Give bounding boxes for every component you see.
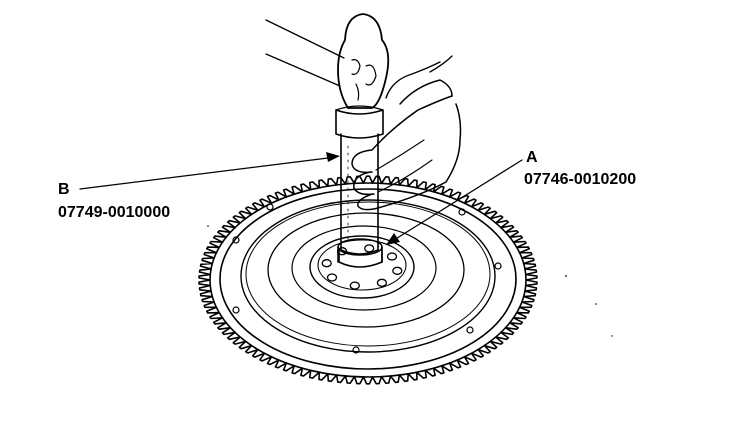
- motion-line: [265, 53, 341, 87]
- dowel-hole: [266, 203, 274, 211]
- motion-lines: [265, 19, 453, 87]
- crank-bolt-hole: [326, 273, 338, 282]
- hand-knuckles: [375, 139, 433, 193]
- crank-bolt-hole: [386, 252, 398, 261]
- speckle: [207, 225, 209, 227]
- crank-flange-outer: [309, 235, 415, 299]
- pressure-plate-dowel-holes: [232, 203, 502, 354]
- crank-bolt-hole: [364, 244, 375, 253]
- driver-collar-top: [335, 105, 384, 111]
- callout-a-letter: A: [526, 149, 538, 166]
- flywheel-friction-face-inner: [245, 201, 491, 347]
- hand-fingers: [351, 95, 453, 211]
- flywheel: [209, 182, 527, 378]
- leader-arrowhead-a: [386, 233, 400, 245]
- speckle: [565, 275, 567, 277]
- speckle: [611, 335, 613, 337]
- flywheel-step-ring: [267, 212, 465, 328]
- crank-bolt-hole: [392, 266, 403, 275]
- crank-bolt-holes: [321, 244, 403, 290]
- dowel-hole: [232, 306, 240, 314]
- crank-flange-inner: [317, 239, 407, 291]
- ring-gear-root: [209, 182, 527, 378]
- hand-back: [377, 79, 462, 209]
- dowel-hole: [352, 346, 360, 354]
- crank-bolt-hole: [349, 281, 360, 290]
- crank-bolt-hole: [376, 278, 388, 287]
- speckle: [595, 303, 597, 305]
- hand-thumb: [385, 61, 441, 99]
- callout-b-letter: B: [58, 181, 70, 198]
- leader-line-a: [393, 159, 523, 241]
- callout-a-part-number: 07746-0010200: [524, 171, 637, 188]
- driver-head-knob: [337, 13, 390, 109]
- attachment-body: [337, 246, 383, 263]
- motion-swoosh: [429, 55, 453, 73]
- callout-b-part-number: 07749-0010000: [58, 204, 171, 221]
- crank-bolt-hole: [321, 259, 332, 268]
- dowel-hole: [232, 236, 240, 244]
- driver-collar: [335, 109, 384, 139]
- motion-line: [265, 19, 345, 59]
- attachment-rim: [337, 238, 383, 256]
- dowel-hole: [466, 326, 474, 334]
- driver-handle-b: [335, 13, 390, 268]
- flywheel-hub-ring: [291, 225, 437, 311]
- driver-shaft: [340, 133, 379, 251]
- scan-speckles: [207, 225, 613, 337]
- leader-arrowhead-b: [326, 152, 340, 162]
- installer-attachment-a: [337, 238, 383, 263]
- driver-head-shading: [351, 59, 377, 101]
- dowel-hole: [458, 208, 466, 216]
- flywheel-friction-face-outer: [240, 199, 496, 353]
- hand-illustration: [351, 61, 462, 211]
- leader-lines: [79, 157, 523, 241]
- leader-line-b: [79, 157, 329, 190]
- flywheel-outer-rim: [219, 188, 517, 370]
- dowel-hole: [494, 262, 502, 270]
